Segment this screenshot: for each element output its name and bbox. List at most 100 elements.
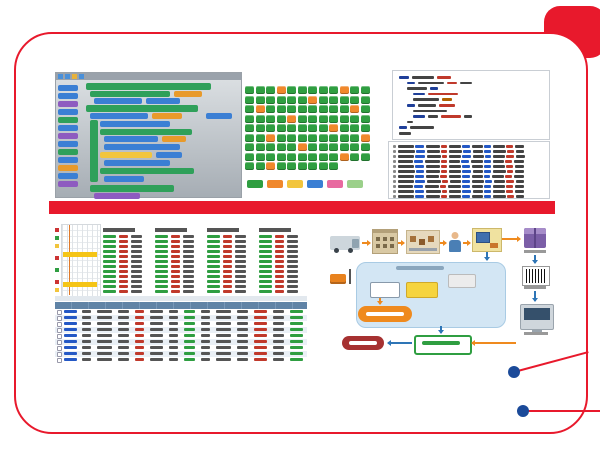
text-segment — [484, 190, 491, 193]
block-editor-blocks — [56, 73, 241, 199]
label-bar — [422, 341, 460, 345]
cell-text-bar — [275, 275, 284, 278]
status-cell — [297, 152, 307, 161]
cell-text-bar — [216, 346, 231, 349]
status-cell — [329, 105, 338, 113]
text-segment — [492, 185, 505, 188]
text-segment — [515, 155, 525, 158]
arrow-down-icon — [379, 298, 381, 304]
cell-text-bar — [135, 322, 144, 325]
flow-diagram-items — [328, 224, 560, 364]
text-segment — [472, 190, 483, 193]
text-segment — [485, 180, 492, 183]
cell-text-bar — [237, 340, 248, 343]
cell-text-bar — [207, 250, 220, 253]
text-segment — [505, 175, 512, 178]
text-segment — [514, 185, 524, 188]
text-segment — [441, 160, 447, 163]
code-block — [86, 105, 198, 112]
text-segment — [471, 165, 483, 168]
text-segment — [393, 185, 396, 188]
text-segment — [425, 195, 440, 198]
text-segment — [463, 150, 471, 153]
cell-text-bar — [183, 290, 194, 293]
cell-text-bar — [183, 280, 194, 283]
pos-system-box — [414, 335, 472, 355]
cell-text-bar — [131, 250, 142, 253]
code-block — [104, 176, 144, 182]
text-segment — [413, 115, 425, 118]
cell-text-bar — [150, 316, 163, 319]
cell-text-bar — [169, 340, 178, 343]
table-row — [55, 339, 307, 345]
status-cell — [329, 86, 338, 94]
status-cell — [276, 124, 286, 132]
cell-text-bar — [254, 316, 267, 319]
text-segment — [413, 109, 447, 113]
cell-text-bar — [207, 275, 220, 278]
cell-text-bar — [155, 265, 168, 268]
c-block-spine — [90, 120, 98, 182]
status-cell — [255, 162, 265, 170]
text-segment — [471, 180, 484, 183]
factory-icon — [372, 229, 398, 254]
cell-text-bar — [171, 245, 180, 248]
status-cell — [308, 95, 317, 104]
status-cell — [360, 105, 370, 113]
palette-block — [58, 93, 78, 99]
cell-text-bar — [235, 250, 246, 253]
text-segment — [393, 195, 396, 198]
status-cell — [297, 105, 307, 113]
cell-text-bar — [237, 316, 248, 319]
text-segment — [393, 190, 396, 193]
status-cell — [308, 143, 317, 151]
cell-text-bar — [171, 250, 180, 253]
label-bar — [366, 312, 404, 316]
cell-text-bar — [290, 328, 303, 331]
status-square — [55, 256, 59, 260]
text-segment — [397, 155, 414, 158]
cell-text-bar — [135, 334, 144, 337]
status-cell — [308, 162, 317, 170]
cell-text-bar — [223, 265, 232, 268]
text-segment — [441, 145, 447, 148]
text-segment — [407, 81, 415, 85]
cell-text-bar — [171, 280, 180, 283]
status-cell — [287, 86, 296, 94]
text-segment — [442, 98, 452, 101]
status-cell — [245, 95, 254, 104]
cell-text-bar — [171, 270, 180, 273]
status-cell — [318, 162, 328, 170]
process-box — [370, 282, 400, 298]
cell-text-bar — [82, 334, 91, 337]
cell-text-bar — [131, 285, 142, 288]
status-cell — [287, 124, 296, 132]
status-cell — [308, 152, 317, 161]
worker-icon — [449, 232, 461, 252]
spreadsheet-marks — [55, 224, 307, 366]
cell-text-bar — [97, 334, 112, 337]
text-segment — [484, 145, 491, 148]
cell-text-bar — [254, 340, 267, 343]
cell-text-bar — [169, 346, 178, 349]
text-segment — [484, 185, 491, 188]
text-segment — [462, 180, 470, 183]
cell-text-bar — [135, 352, 144, 355]
area-title-bar — [396, 266, 444, 270]
cell-text-bar — [119, 280, 128, 283]
cell-text-bar — [131, 260, 142, 263]
cell-text-bar — [273, 316, 284, 319]
text-segment — [407, 87, 427, 90]
status-cell — [287, 162, 296, 170]
cell-text-bar — [254, 352, 267, 355]
arrow-left-icon — [472, 342, 516, 344]
goods-pallet-icon — [406, 230, 440, 254]
cell-text-bar — [237, 334, 248, 337]
text-segment — [397, 150, 415, 153]
text-segment — [412, 76, 434, 79]
status-cell — [287, 152, 296, 161]
cell-text-bar — [155, 275, 168, 278]
text-segment — [426, 180, 441, 183]
text-segment — [448, 160, 460, 163]
cell-text-bar — [64, 352, 77, 355]
